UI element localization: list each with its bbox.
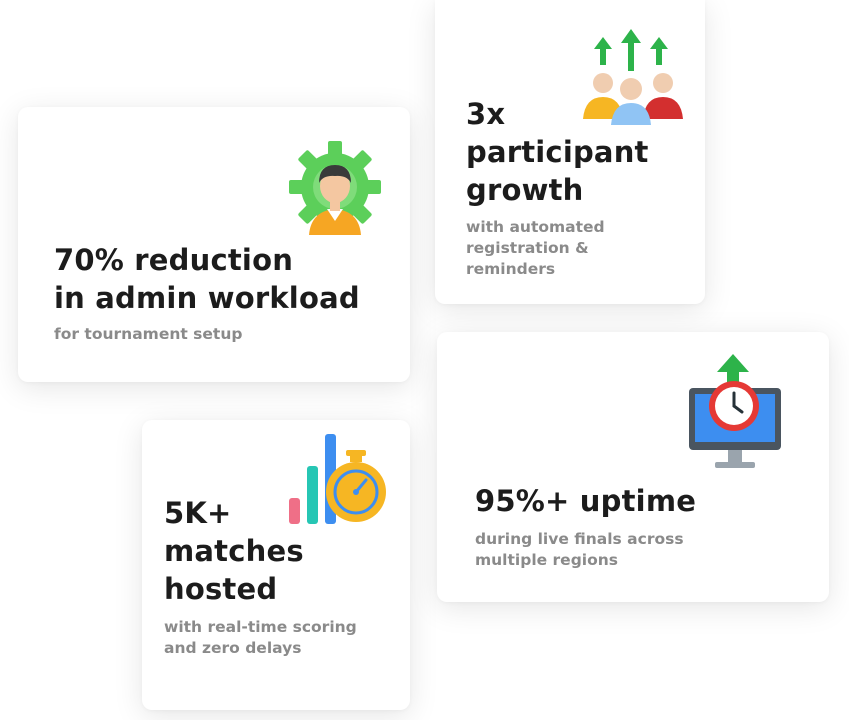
stat-card-matches-hosted: 5K+ matches hosted with real-time scorin…	[142, 420, 410, 710]
monitor-clock-arrow-icon	[689, 354, 781, 468]
stat-subtext: for tournament setup	[54, 325, 243, 343]
stat-headline: 95%+ uptime	[475, 484, 697, 518]
bar-chart-stopwatch-icon	[289, 434, 386, 524]
stat-subtext: with automated registration & reminders	[466, 218, 605, 278]
stat-headline: 5K+ matches hosted	[164, 496, 304, 606]
stat-headline: 70% reduction in admin workload	[54, 243, 360, 315]
group-growth-arrows-icon	[583, 29, 683, 125]
gear-person-icon	[289, 141, 381, 235]
stat-headline: 3x participant growth	[466, 97, 649, 207]
stat-card-participant-growth: 3x participant growth with automated reg…	[435, 0, 705, 304]
stat-card-uptime: 95%+ uptime during live finals across mu…	[437, 332, 829, 602]
stat-subtext: during live finals across multiple regio…	[475, 530, 684, 569]
stat-subtext: with real-time scoring and zero delays	[164, 618, 357, 657]
stat-card-admin-workload: 70% reduction in admin workload for tour…	[18, 107, 410, 382]
